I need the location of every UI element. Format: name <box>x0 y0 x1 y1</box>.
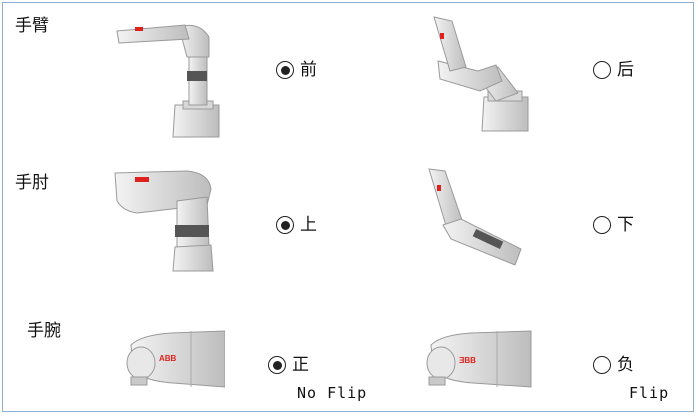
elbow-down-radio[interactable]: 下 <box>593 215 634 235</box>
elbow-up-label: 上 <box>300 215 317 235</box>
robot-elbow-down-icon <box>428 168 522 266</box>
elbow-up-radio[interactable]: 上 <box>276 215 317 235</box>
wrist-noflip-label: 正 <box>292 355 309 375</box>
robot-wrist-flip-icon: ƎBB <box>426 330 532 388</box>
abb-logo-flipped: ƎBB <box>459 356 476 365</box>
robot-wrist-noflip-icon: ABB <box>126 330 225 388</box>
arm-front-label: 前 <box>300 60 317 80</box>
radio-selected-icon <box>268 356 286 374</box>
arm-label: 手臂 <box>15 16 49 36</box>
elbow-label: 手肘 <box>15 173 49 193</box>
robot-arm-back-icon <box>433 16 529 132</box>
arm-back-radio[interactable]: 后 <box>593 60 634 80</box>
wrist-label: 手腕 <box>27 321 61 341</box>
radio-unselected-icon <box>593 356 611 374</box>
radio-unselected-icon <box>593 216 611 234</box>
robot-elbow-up-icon <box>114 170 214 272</box>
arm-back-label: 后 <box>617 60 634 80</box>
wrist-noflip-caption: No Flip <box>297 384 368 402</box>
wrist-noflip-radio[interactable]: 正 <box>268 355 309 375</box>
wrist-flip-caption: Flip <box>629 384 670 402</box>
arm-front-radio[interactable]: 前 <box>276 60 317 80</box>
radio-selected-icon <box>276 216 294 234</box>
robot-arm-front-icon <box>116 24 220 138</box>
abb-logo: ABB <box>159 354 177 363</box>
elbow-down-label: 下 <box>617 215 634 235</box>
radio-selected-icon <box>276 61 294 79</box>
wrist-flip-radio[interactable]: 负 <box>593 355 634 375</box>
configuration-panel: 手臂 前 后 手肘 <box>2 2 694 412</box>
wrist-flip-label: 负 <box>617 355 634 375</box>
radio-unselected-icon <box>593 61 611 79</box>
